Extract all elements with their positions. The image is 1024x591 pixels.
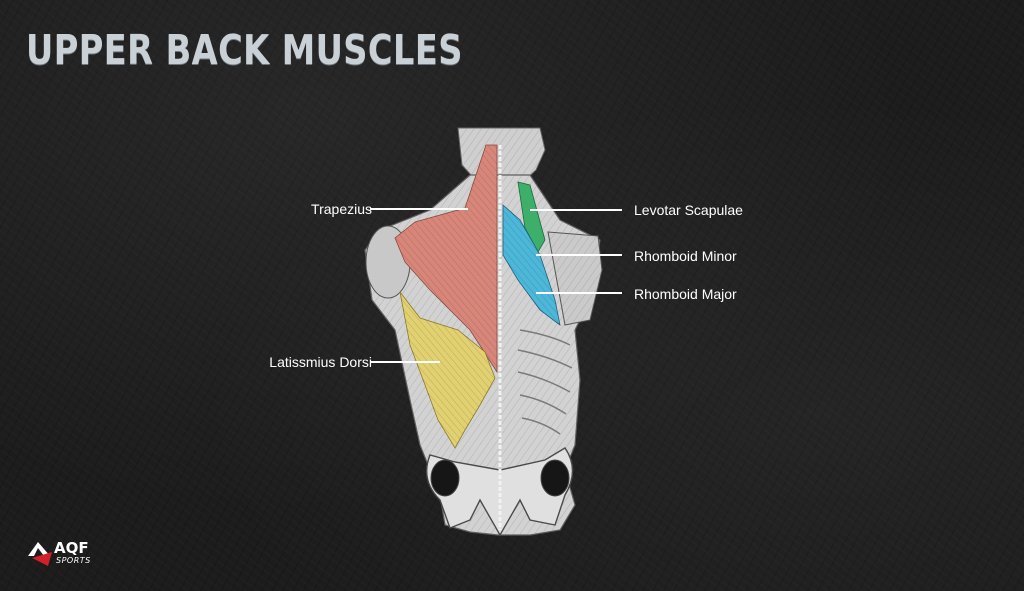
label-rhomboid-major: Rhomboid Major — [634, 286, 737, 302]
levator-scapulae-muscle — [517, 181, 546, 253]
page-title: UPPER BACK MUSCLES — [26, 26, 463, 74]
logo-subtitle: SPORTS — [56, 556, 91, 565]
aqf-logo-icon — [28, 542, 52, 566]
right-ribs — [517, 329, 573, 435]
label-latissimus-dorsi: Latissmius Dorsi — [269, 354, 372, 370]
label-levator-scapulae: Levotar Scapulae — [634, 202, 743, 218]
logo-name: AQF — [54, 539, 89, 557]
label-trapezius: Trapezius — [311, 201, 372, 217]
pelvis — [426, 447, 574, 537]
label-rhomboid-minor: Rhomboid Minor — [634, 248, 737, 264]
